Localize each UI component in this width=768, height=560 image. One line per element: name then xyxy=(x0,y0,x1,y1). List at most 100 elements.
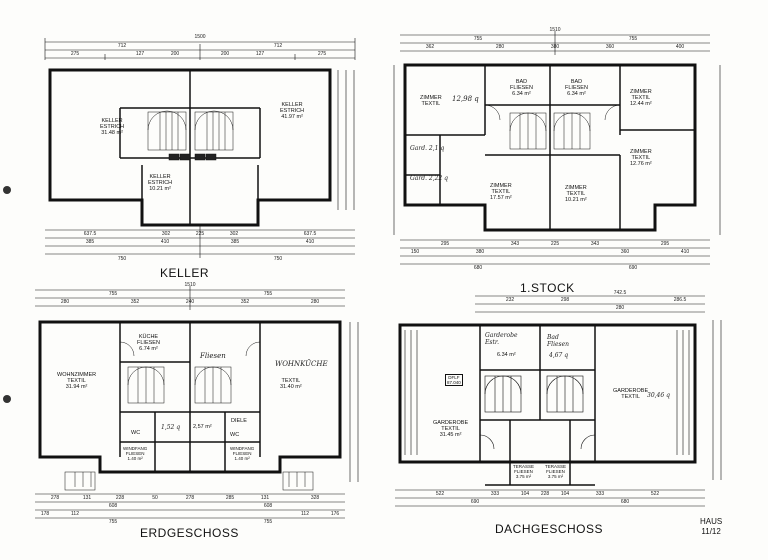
dimension-label: 285 xyxy=(225,495,235,501)
keller-drawing xyxy=(44,38,356,258)
dimension-label: 228 xyxy=(115,495,125,501)
dimension-label: 352 xyxy=(130,299,140,305)
handwritten-area: Gard. 2,22 q xyxy=(410,175,449,182)
dimension-label: 225 xyxy=(550,241,560,247)
dimension-label: 410 xyxy=(680,249,690,255)
dimension-label: 302 xyxy=(161,231,171,237)
dimension-label: 690 xyxy=(470,499,480,505)
dimension-label: 680 xyxy=(473,265,483,271)
dimension-label: 400 xyxy=(675,44,685,50)
dimension-label: 127 xyxy=(255,51,265,57)
dimension-label: 178 xyxy=(40,511,50,517)
dimension-label: 200 xyxy=(220,51,230,57)
dimension-label: 360 xyxy=(605,44,615,50)
dimension-label: 295 xyxy=(440,241,450,247)
dimension-label: 278 xyxy=(185,495,195,501)
dimension-label: 104 xyxy=(520,491,530,497)
dimension-label: 240 xyxy=(185,299,195,305)
1-stock-drawing xyxy=(393,31,721,265)
dimension-label: 755 xyxy=(263,291,273,297)
dimension-label: 176 xyxy=(330,511,340,517)
dimension-label: 680 xyxy=(620,499,630,505)
dimension-label: 275 xyxy=(70,51,80,57)
dimension-label: 750 xyxy=(117,256,127,262)
dimension-label: 228 xyxy=(540,491,550,497)
dimension-label: 150 xyxy=(410,249,420,255)
dimension-label: 712 xyxy=(117,43,127,49)
dimension-label: 385 xyxy=(85,239,95,245)
dimension-label: 410 xyxy=(305,239,315,245)
dimension-label: 690 xyxy=(628,265,638,271)
dimension-label: 275 xyxy=(317,51,327,57)
dimension-total-top: 1510 xyxy=(549,27,561,33)
dimension-label: 286.5 xyxy=(673,297,687,303)
dimension-label: 522 xyxy=(435,491,445,497)
dimension-label: 637.5 xyxy=(303,231,317,237)
dimension-label: 385 xyxy=(230,239,240,245)
dimension-label: 755 xyxy=(473,36,483,42)
dimension-label: 360 xyxy=(620,249,630,255)
dimension-label: 410 xyxy=(160,239,170,245)
handwritten-area: 4,67 q xyxy=(549,352,569,359)
plan-title-keller: KELLER xyxy=(160,266,210,280)
dimension-label: 755 xyxy=(108,291,118,297)
dimension-label: 302 xyxy=(229,231,239,237)
dimension-label: 755 xyxy=(628,36,638,42)
dimension-label: 131 xyxy=(260,495,270,501)
erdgeschoss-drawing xyxy=(35,286,359,519)
dimension-label: 278 xyxy=(50,495,60,501)
dimension-label: 343 xyxy=(590,241,600,247)
plan-title-dachgeschoss: DACHGESCHOSS xyxy=(495,522,604,536)
dimension-label: 380 xyxy=(475,249,485,255)
sheet-label-number: 11/12 xyxy=(701,527,721,536)
dimension-label: 742.5 xyxy=(613,290,627,296)
dimension-label: 750 xyxy=(273,256,283,262)
dimension-label: 280 xyxy=(495,44,505,50)
room-area: 2,57 m² xyxy=(193,424,212,430)
plan-title-1-stock: 1.STOCK xyxy=(520,281,575,295)
dimension-label: 280 xyxy=(60,299,70,305)
handwritten-area: 12,98 q xyxy=(452,95,479,103)
dimension-label: 755 xyxy=(263,519,273,525)
dimension-label: 637.5 xyxy=(83,231,97,237)
binder-hole xyxy=(3,395,11,403)
dimension-total-top: 1500 xyxy=(194,34,206,40)
sheet-label: HAUS 11/12 xyxy=(700,517,722,537)
dimension-label: 522 xyxy=(650,491,660,497)
plan-title-erdgeschoss: ERDGESCHOSS xyxy=(140,526,239,540)
dimension-label: 200 xyxy=(170,51,180,57)
handwritten-area: 1,52 q xyxy=(161,424,181,431)
dimension-label: 225 xyxy=(195,231,205,237)
dimension-label: 608 xyxy=(263,503,273,509)
room-area: 6.34 m² xyxy=(497,352,516,358)
dimension-label: 280 xyxy=(615,305,625,311)
dimension-label: 712 xyxy=(273,43,283,49)
handwritten-area: 30,46 q xyxy=(647,392,670,399)
dimension-label: 333 xyxy=(595,491,605,497)
dimension-label: 380 xyxy=(550,44,560,50)
dimension-label: 333 xyxy=(490,491,500,497)
